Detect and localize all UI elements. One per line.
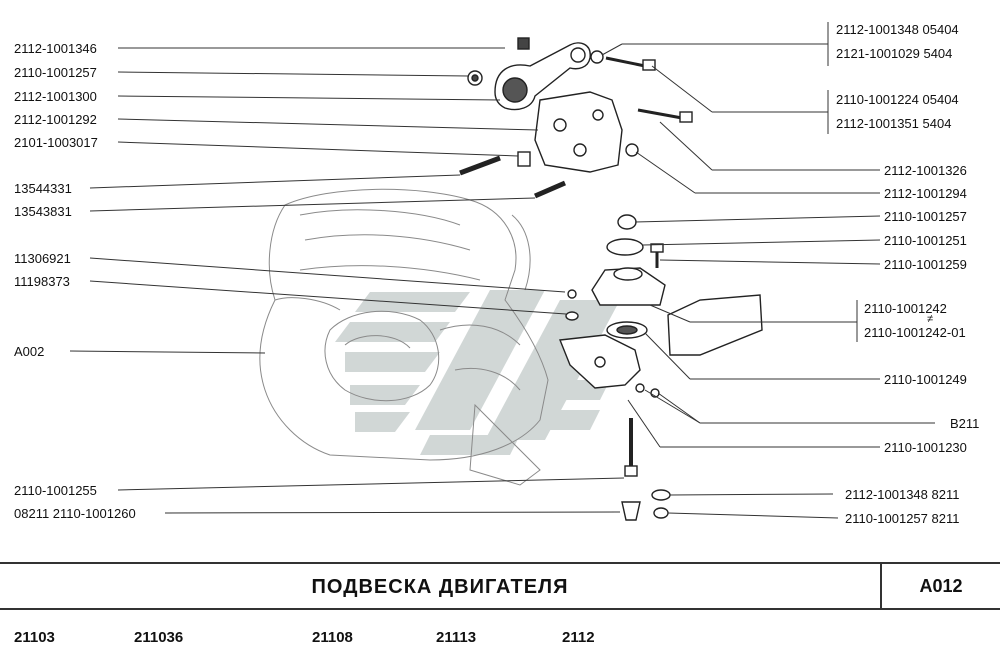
- part-label-2121-1001029: 2121-1001029 5404: [836, 46, 953, 61]
- section-code: A012: [880, 564, 1000, 608]
- part-label-11198373: 11198373: [14, 274, 70, 289]
- part-label-2101-1003017: 2101-1003017: [14, 135, 98, 150]
- part-label-2112-1001348-8211: 2112-1001348 8211: [845, 487, 960, 502]
- model-211036: 211036: [134, 629, 184, 646]
- page-title: ПОДВЕСКА ДВИГАТЕЛЯ: [311, 576, 569, 598]
- part-label-2112-1001351: 2112-1001351 5404: [836, 116, 952, 131]
- part-label-2110-1001251: 2110-1001251: [884, 233, 967, 248]
- part-label-2112-1001294: 2112-1001294: [884, 186, 967, 201]
- model-21103: 21103: [14, 629, 55, 646]
- model-21113: 21113: [436, 629, 477, 646]
- part-label-13544331: 13544331: [14, 181, 72, 196]
- part-label-2110-1001257: 2110-1001257: [14, 65, 97, 80]
- part-label-2110-1001255: 2110-1001255: [14, 483, 97, 498]
- part-label-2112-1001300: 2112-1001300: [14, 89, 97, 104]
- part-label-2112-1001348-05404: 2112-1001348 05404: [836, 22, 959, 37]
- parts-drawing: [459, 37, 763, 521]
- part-label-a002: A002: [14, 344, 45, 359]
- part-label-2110-1001257-b: 2110-1001257: [884, 209, 967, 224]
- engine-outline: [259, 188, 549, 486]
- part-label-2110-1001257-8211: 2110-1001257 8211: [845, 511, 960, 526]
- title-bar: ПОДВЕСКА ДВИГАТЕЛЯ A012: [0, 562, 1000, 610]
- watermark-logo: [335, 290, 620, 455]
- part-label-2110-1001242: 2110-1001242: [864, 301, 947, 316]
- part-label-2110-1001224: 2110-1001224 05404: [836, 92, 959, 107]
- part-label-b211: B211: [950, 416, 980, 431]
- part-label-2112-1001292: 2112-1001292: [14, 112, 97, 127]
- part-label-2110-1001242-01: 2110-1001242-01: [864, 325, 966, 340]
- part-label-2110-1001249: 2110-1001249: [884, 372, 967, 387]
- part-label-2112-1001346: 2112-1001346: [14, 41, 97, 56]
- model-2112: 2112: [562, 629, 595, 646]
- part-label-2112-1001326: 2112-1001326: [884, 163, 967, 178]
- part-label-2110-1001259: 2110-1001259: [884, 257, 967, 272]
- part-label-2110-1001260: 08211 2110-1001260: [14, 506, 136, 521]
- part-label-13543831: 13543831: [14, 204, 72, 219]
- part-label-2110-1001230: 2110-1001230: [884, 440, 967, 455]
- not-equal-symbol: ≠: [927, 313, 934, 325]
- leader-lines: [69, 22, 935, 519]
- model-21108: 21108: [312, 629, 353, 646]
- part-label-11306921: 11306921: [14, 251, 71, 266]
